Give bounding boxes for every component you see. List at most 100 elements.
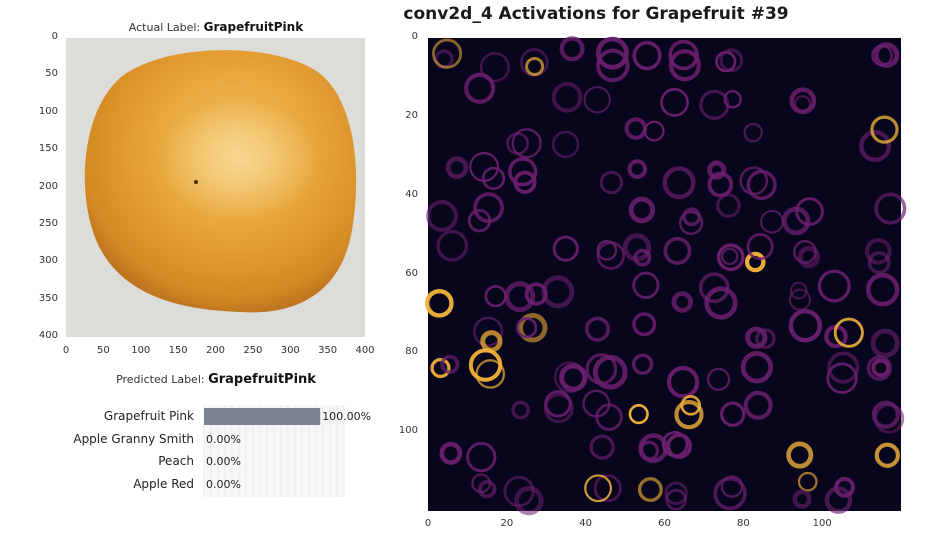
activation-blob	[716, 243, 745, 272]
bar-category-label: Apple Red	[133, 476, 194, 491]
activation-blob	[874, 403, 905, 434]
activation-blob	[479, 52, 510, 83]
activation-blob	[628, 196, 656, 224]
activation-y-tick: 0	[411, 31, 418, 42]
activation-blob	[593, 474, 622, 503]
activation-blob	[871, 44, 893, 67]
grapefruit-highlight	[160, 100, 320, 220]
activation-blob	[716, 193, 741, 218]
activation-blob	[874, 192, 907, 225]
main-title: conv2d_4 Activations for Grapefruit #39	[403, 4, 789, 24]
activation-blob	[662, 166, 696, 200]
activation-y-tick: 20	[405, 109, 418, 121]
activation-blob	[789, 281, 808, 300]
activation-x-tick: 40	[579, 518, 593, 529]
image-x-tick: 200	[205, 345, 226, 356]
activation-blob	[699, 89, 730, 120]
activation-blob	[424, 288, 454, 318]
activation-blob	[671, 291, 693, 313]
activation-blob	[873, 42, 900, 68]
activation-blob	[797, 245, 821, 269]
activation-blob	[504, 281, 536, 313]
activation-blob	[508, 157, 538, 187]
activation-x-tick: 20	[500, 518, 514, 529]
activation-blob	[707, 160, 727, 180]
actual-label-prefix: Actual Label:	[128, 21, 204, 34]
activation-y-tick: 100	[398, 425, 418, 437]
activation-blob	[552, 235, 579, 262]
activation-blob	[792, 489, 812, 509]
image-x-tick: 350	[318, 345, 338, 356]
activation-blob	[827, 351, 860, 384]
activation-y-tick: 40	[405, 188, 418, 200]
bar-category-label: Grapefruit Pink	[103, 409, 194, 423]
activation-y-tick: 80	[405, 346, 418, 358]
activation-blob	[739, 166, 769, 196]
activation-blob	[864, 237, 892, 265]
activation-blob	[596, 48, 630, 83]
image-y-tick: 200	[38, 180, 58, 192]
image-y-tick: 400	[38, 330, 58, 341]
predicted-label: Predicted Label: GrapefruitPink	[66, 372, 366, 387]
activation-blob	[511, 128, 542, 159]
activation-blob	[713, 476, 747, 511]
activation-blob	[666, 366, 700, 399]
image-y-tick: 100	[38, 105, 58, 117]
activation-blob	[637, 477, 663, 502]
activation-blob	[859, 130, 892, 163]
activation-blob	[543, 393, 574, 424]
activation-blob	[865, 272, 900, 307]
activation-blob	[628, 404, 649, 425]
activation-blob	[870, 328, 900, 358]
activation-blob	[426, 200, 458, 232]
activation-blob	[638, 440, 660, 461]
activation-blob	[720, 401, 746, 427]
image-y-tick: 50	[45, 68, 58, 80]
heatmap-background	[428, 38, 901, 511]
activation-blob	[440, 354, 460, 374]
activation-blob	[475, 359, 506, 389]
actual-label: Actual Label: GrapefruitPink	[66, 20, 366, 34]
activation-blob	[541, 275, 575, 309]
activation-blob	[789, 87, 817, 115]
activation-blob	[744, 251, 766, 273]
activation-blob	[599, 170, 624, 195]
activation-blob	[707, 171, 734, 198]
bar-category-label: Peach	[158, 454, 194, 468]
activation-blob	[584, 474, 613, 503]
activation-y-tick: 60	[405, 267, 418, 279]
predicted-label-prefix: Predicted Label:	[116, 373, 209, 386]
activation-blob	[745, 326, 768, 349]
bar-value-label: 0.00%	[206, 432, 241, 446]
activation-blob	[788, 288, 811, 311]
activation-blob	[595, 403, 623, 431]
activation-blob	[834, 476, 855, 498]
activation-blob	[817, 269, 851, 303]
activation-blob	[663, 236, 692, 265]
activation-blob	[514, 485, 544, 516]
bar-grapefruit-pink	[204, 408, 321, 425]
activation-blob	[633, 248, 652, 267]
activation-blob	[874, 442, 900, 468]
activation-blob	[720, 475, 744, 498]
bar-value-label: 0.00%	[206, 455, 241, 468]
activation-blob	[720, 247, 739, 266]
activation-blob	[596, 239, 618, 261]
activation-blob	[871, 358, 891, 378]
bar-value-label: 100.00%	[322, 410, 372, 423]
activation-blob	[583, 86, 611, 114]
activation-x-tick: 100	[812, 518, 832, 529]
activation-blob	[795, 197, 824, 226]
activation-blob	[870, 115, 899, 144]
image-x-tick: 400	[355, 345, 375, 356]
activation-blob	[589, 434, 615, 460]
activation-blob	[786, 441, 814, 469]
activation-blob	[871, 400, 900, 429]
activation-blob	[559, 36, 585, 62]
activation-blob	[746, 233, 774, 261]
activation-blob	[624, 117, 648, 140]
activation-blob	[477, 479, 497, 499]
